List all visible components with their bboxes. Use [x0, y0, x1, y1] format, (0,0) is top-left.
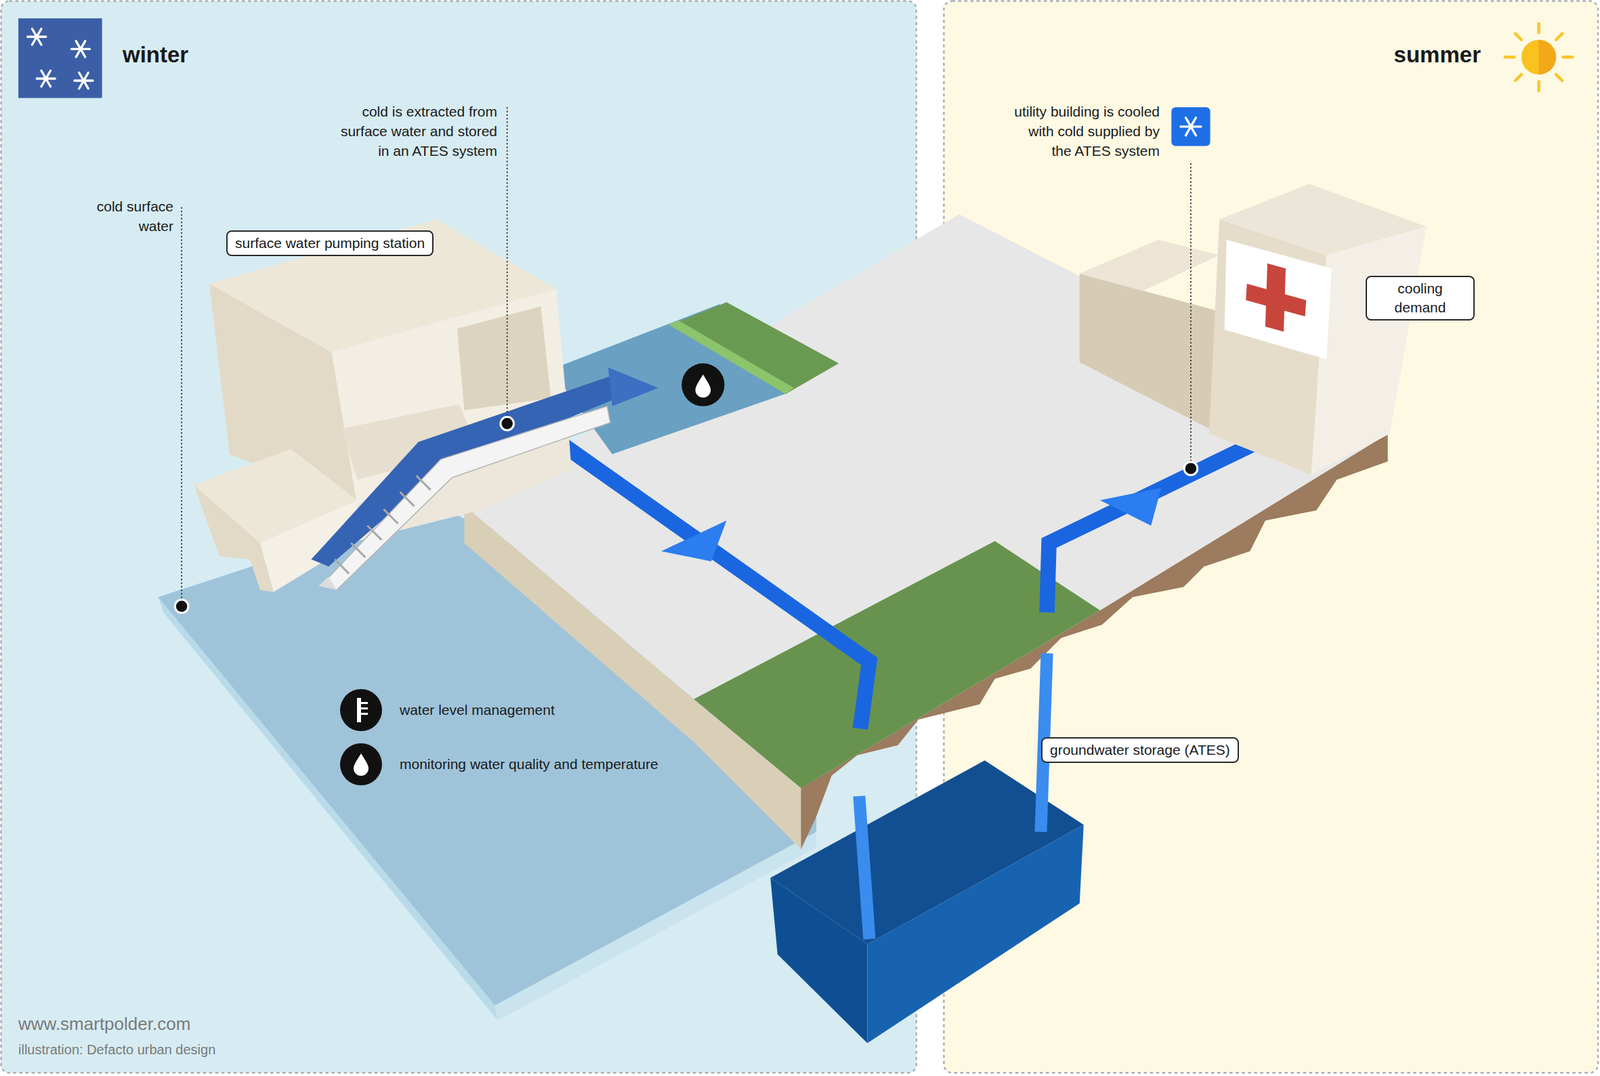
screw-pump	[367, 525, 382, 540]
legend-icon	[356, 697, 368, 723]
season-heading: winter	[122, 41, 189, 69]
snow-icon	[36, 70, 55, 87]
drop-glyph	[353, 753, 369, 776]
pumping-station	[193, 449, 357, 544]
sun-icon	[1505, 55, 1515, 59]
screw-pump	[324, 406, 611, 591]
sun-icon	[1537, 81, 1541, 92]
utility-building	[1079, 273, 1220, 429]
pipe	[545, 432, 1269, 939]
leader-line	[180, 207, 183, 601]
level-glyph	[361, 707, 368, 710]
legend-text: monitoring water quality and temperature	[399, 754, 659, 774]
flow-arrow	[1100, 487, 1162, 526]
level-glyph	[361, 712, 368, 715]
sun-icon	[1537, 23, 1541, 34]
season-heading: summer	[1394, 41, 1481, 69]
snow-icon	[27, 28, 47, 45]
sun-icon	[1505, 23, 1573, 91]
snow-icon	[74, 72, 93, 89]
utility-building	[1311, 226, 1427, 475]
screw-pump	[350, 542, 366, 557]
screw-pump	[608, 367, 659, 406]
sun-icon	[1555, 33, 1563, 40]
sun-icon	[1515, 74, 1522, 81]
legend-entry: water level management	[339, 688, 555, 732]
screw-pump	[416, 475, 431, 490]
leader-line	[1190, 163, 1192, 462]
callout-text: utility building is cooled with cold sup…	[1009, 101, 1160, 161]
snow-icon	[71, 41, 90, 57]
legend-text: water level management	[399, 700, 555, 720]
credit: illustration: Defacto urban design	[18, 1040, 216, 1059]
flow-arrow	[661, 520, 727, 561]
sun-icon	[1515, 33, 1522, 40]
pipe	[545, 432, 870, 729]
quality-icon	[681, 363, 725, 406]
canal	[550, 302, 839, 454]
snow-icon	[27, 28, 93, 89]
cold-icon	[1180, 117, 1202, 136]
box-text: groundwater storage (ATES)	[1049, 740, 1231, 760]
label-box: groundwater storage (ATES)	[1041, 737, 1239, 763]
cold-icon	[1171, 107, 1210, 146]
pumping-station	[209, 219, 557, 353]
quality-icon	[695, 374, 712, 398]
screw-pump	[334, 475, 431, 574]
box-text: surface water pumping station	[235, 233, 425, 253]
sun-icon	[1563, 55, 1573, 59]
sun-icon	[1539, 39, 1557, 75]
screw-pump	[310, 367, 658, 590]
label-box: surface water pumping station	[226, 230, 434, 257]
leader-line	[506, 107, 509, 418]
legend-entry: monitoring water quality and temperature	[339, 742, 659, 786]
level-glyph	[356, 697, 362, 723]
utility-building	[1079, 183, 1427, 475]
screw-pump	[318, 576, 337, 591]
snow-icon	[18, 18, 103, 98]
utility-building	[1245, 283, 1307, 317]
legend-icon	[340, 688, 383, 731]
callout-dot	[1184, 461, 1198, 476]
season-panel: summer cooling demand groundwater storage …	[943, 2, 1598, 1072]
flow-arrow	[661, 487, 1162, 561]
level-glyph	[361, 701, 368, 704]
legend-icon	[339, 742, 383, 786]
legend-icon	[353, 753, 369, 776]
box-text: cooling demand	[1374, 279, 1466, 318]
quality-icon	[681, 363, 725, 406]
sun-icon	[1505, 23, 1573, 91]
land	[464, 214, 1388, 849]
screw-pump	[400, 491, 415, 507]
watermark: www.smartpolder.com	[18, 1012, 191, 1036]
sun-icon	[1555, 74, 1563, 81]
callout-dot	[500, 416, 515, 431]
pipe	[1047, 436, 1269, 613]
utility-building	[1079, 239, 1220, 291]
snow-icon	[18, 18, 103, 98]
utility-building	[1224, 239, 1332, 360]
sun-icon	[1521, 39, 1556, 75]
cold-icon	[1171, 107, 1210, 146]
callout-text: cold is extracted from surface water and…	[334, 101, 498, 161]
callout-dot	[174, 599, 189, 614]
screw-pump	[383, 509, 398, 524]
callout-dot	[174, 416, 1197, 613]
callout-text: cold surface water	[85, 196, 174, 236]
leader-line	[181, 107, 1191, 601]
legend-icon	[339, 688, 383, 732]
screw-pump	[334, 558, 349, 574]
pipe	[858, 795, 870, 939]
season-panel: winter surface water pumping station	[2, 2, 917, 1072]
pumping-station	[457, 306, 552, 411]
legend-icon	[340, 743, 383, 786]
label-box: cooling demand	[1365, 275, 1475, 321]
